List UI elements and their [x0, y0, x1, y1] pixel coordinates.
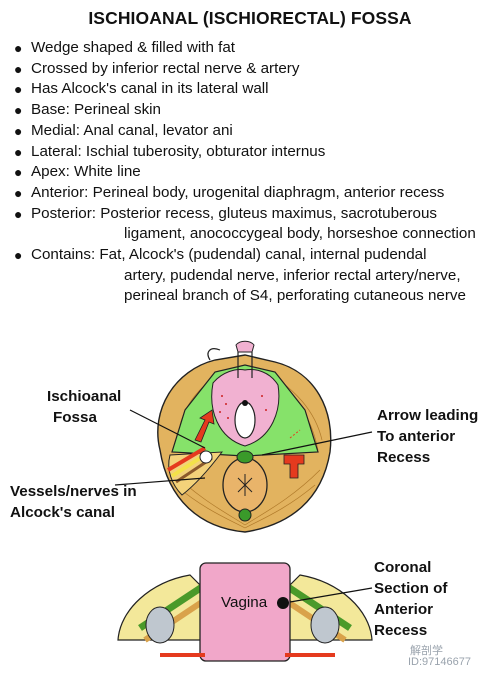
label-vessels-alcocks: Vessels/nerves in Alcock's canal: [10, 483, 137, 521]
list-item: ●Medial: Anal canal, levator ani: [14, 121, 233, 139]
ischial-tuberosity-right: [310, 606, 340, 644]
arrow-red-right: [283, 454, 305, 479]
clitoris: [235, 340, 255, 353]
list-item: ●Base: Perineal skin: [14, 101, 162, 119]
label-vagina: Vagina: [221, 594, 268, 611]
fat-dots: [219, 395, 267, 419]
watermark-line-2: ID:97146677: [408, 656, 471, 668]
pointer-arrow: [261, 431, 373, 456]
bullet-list: ●Wedge shaped & filled with fat ●Crossed…: [14, 38, 498, 307]
list-item: ●Has Alcock's canal in its lateral wall: [14, 80, 269, 98]
list-item-contains-continued: perineal branch of S4, perforating cutan…: [124, 287, 466, 305]
arrow-red-left: [194, 409, 215, 443]
pointer-coronal: [289, 587, 373, 603]
list-item: ●Apex: White line: [14, 163, 141, 181]
label-coronal-section: Coronal Section of Anterior Recess: [374, 559, 448, 639]
pudendal-artery: [166, 446, 207, 472]
list-item-posterior-continued: ligament, anococcygeal body, horseshoe c…: [124, 225, 476, 243]
skin-fold: [207, 348, 221, 361]
perineum-diagram: [114, 340, 373, 533]
anococcygeal-body: [238, 508, 252, 522]
pointer-ischioanal: [129, 409, 206, 449]
anterior-recess-dot: [277, 597, 289, 609]
list-item-contains-continued: artery, pudendal nerve, inferior rectal …: [124, 266, 461, 284]
anterior-recess-opening: [199, 450, 213, 464]
list-item: ●Anterior: Perineal body, urogenital dia…: [14, 183, 445, 201]
list-item: ●Crossed by inferior rectal nerve & arte…: [14, 59, 300, 77]
perineal-body: [236, 450, 254, 464]
label-arrow-anterior-recess: Arrow leading To anterior Recess: [377, 407, 479, 466]
ischial-tuberosity-left: [145, 606, 175, 644]
vaginal-opening: [234, 401, 256, 439]
list-item: ●Lateral: Ischial tuberosity, obturator …: [14, 142, 326, 160]
page-title: ISCHIOANAL (ISCHIORECTAL) FOSSA: [88, 8, 412, 28]
watermark-line-1: 解剖学: [410, 645, 443, 657]
list-item-contains: ●Contains: Fat, Alcock's (pudendal) cana…: [14, 246, 427, 264]
anus: [237, 474, 253, 496]
urethral-opening: [242, 400, 248, 406]
vagina-body: [199, 562, 291, 662]
coronal-section-diagram: [117, 562, 373, 662]
labia-lines: [237, 352, 253, 378]
pointer-vessels: [114, 477, 206, 486]
list-item-posterior: ●Posterior: Posterior recess, gluteus ma…: [14, 204, 438, 222]
label-ischioanal: Ischioanal Fossa: [47, 388, 122, 426]
list-item: ●Wedge shaped & filled with fat: [14, 39, 236, 56]
